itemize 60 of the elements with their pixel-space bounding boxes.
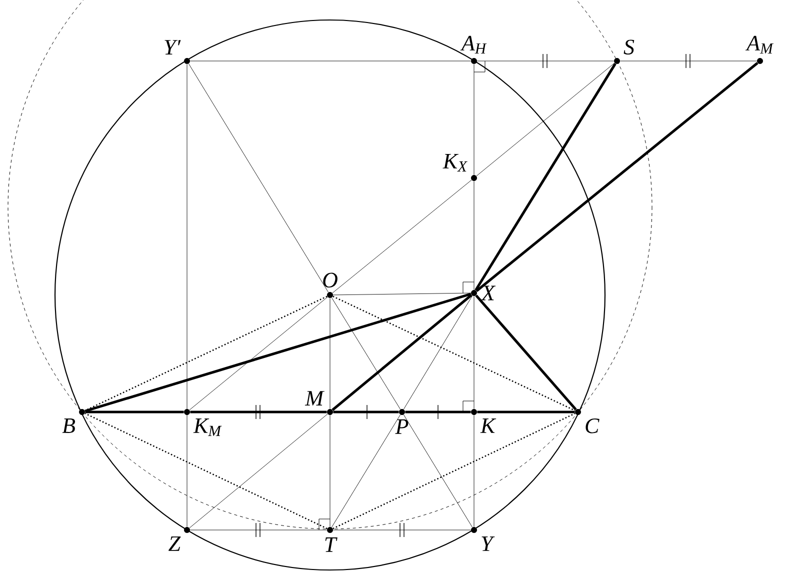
line-segment — [333, 410, 399, 414]
line-segment — [190, 60, 472, 62]
point: K$_{M}$ — [184, 409, 222, 436]
line-segment — [475, 294, 577, 410]
node-label: S — [624, 40, 634, 54]
node-label: Y — [482, 536, 495, 551]
point: M — [304, 391, 333, 415]
node-label: A$_{H}$ — [460, 36, 487, 54]
node-label: C — [586, 418, 600, 434]
line-segment — [332, 294, 472, 411]
line-segment — [188, 64, 329, 292]
node-label: Y′ — [164, 40, 181, 54]
line-segment — [403, 296, 473, 410]
line-segment — [85, 410, 184, 414]
node-label: X — [480, 286, 496, 300]
point: Z — [168, 527, 190, 551]
node-label: K — [480, 418, 496, 433]
line-segment — [332, 296, 576, 412]
node-label: B — [62, 418, 76, 433]
node-label: K$_{X}$ — [442, 154, 468, 172]
point: A$_{M}$ — [745, 36, 774, 64]
line-segment — [331, 414, 401, 528]
point: P — [395, 409, 408, 434]
point: K$_{X}$ — [442, 154, 477, 181]
line-segment — [474, 63, 616, 291]
point: C — [575, 409, 600, 434]
line-segment — [476, 62, 615, 176]
line-segment — [333, 292, 472, 296]
node-label: M — [304, 391, 325, 406]
point: S — [614, 40, 634, 64]
point: T — [325, 527, 338, 552]
line-segment — [189, 414, 328, 528]
point: Y — [471, 527, 495, 551]
node-label: Z — [168, 536, 181, 551]
line-segment — [476, 62, 758, 292]
node-label: P — [395, 419, 408, 434]
line-segment — [186, 64, 188, 527]
node-label: O — [323, 272, 338, 288]
line-segment — [84, 412, 328, 530]
line-segment — [477, 410, 575, 414]
point: A$_{H}$ — [460, 36, 487, 64]
line-segment — [332, 412, 576, 530]
line-segment — [189, 296, 328, 410]
line-segment — [331, 298, 401, 410]
line-segment — [477, 60, 614, 62]
line-segment — [403, 414, 473, 528]
node-label: A$_{M}$ — [745, 36, 774, 54]
point: B — [62, 409, 85, 433]
line-segment — [620, 60, 757, 62]
point: O — [323, 272, 338, 298]
line-segment — [84, 292, 472, 412]
point: X — [471, 286, 496, 300]
line-segment — [405, 410, 471, 414]
node-label: K$_{M}$ — [193, 418, 222, 436]
node-label: T — [325, 537, 338, 552]
line-segment — [84, 296, 328, 412]
line-segment — [190, 410, 327, 414]
point: Y′ — [164, 40, 190, 64]
line-segment — [332, 180, 472, 294]
point: K — [471, 409, 496, 433]
